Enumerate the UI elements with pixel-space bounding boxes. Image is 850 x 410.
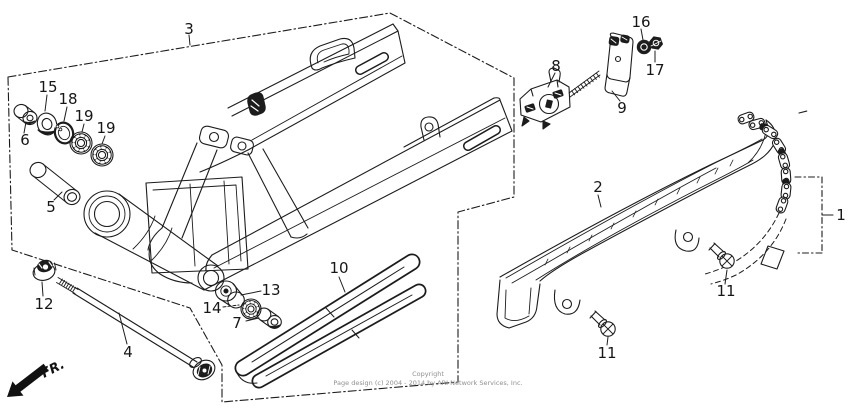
part-label-19a: 19 bbox=[74, 107, 94, 125]
flange-nut bbox=[32, 259, 57, 281]
pivot-bearing-b bbox=[90, 143, 114, 167]
part-label-18: 18 bbox=[58, 90, 78, 108]
copyright-line2: Page design (c) 2004 - 2014 by ARI Netwo… bbox=[333, 378, 523, 387]
swingarm bbox=[83, 23, 513, 292]
copyright-notice: Copyright Page design (c) 2004 - 2014 by… bbox=[333, 370, 522, 387]
part-label-5: 5 bbox=[46, 198, 56, 216]
part-label-19b: 19 bbox=[96, 119, 116, 137]
adjuster-plate bbox=[604, 32, 634, 97]
swingarm-far-arm bbox=[199, 23, 406, 173]
part-label-8: 8 bbox=[551, 57, 561, 75]
part-label-13: 13 bbox=[261, 281, 281, 299]
part-label-14: 14 bbox=[202, 299, 222, 317]
adjuster-nut bbox=[649, 36, 663, 50]
adjuster-washer bbox=[636, 39, 652, 55]
group-boundary-lines bbox=[7, 12, 808, 403]
part-label-12: 12 bbox=[34, 295, 54, 313]
part-label-11a: 11 bbox=[716, 282, 736, 300]
fr-direction-arrow: FR. bbox=[7, 357, 67, 397]
drive-chain bbox=[704, 111, 792, 285]
chain-label-sticker bbox=[760, 245, 785, 270]
part-label-16: 16 bbox=[631, 13, 651, 31]
dust-seal bbox=[36, 112, 58, 136]
part-label-17: 17 bbox=[645, 61, 665, 79]
fr-label: FR. bbox=[39, 357, 67, 381]
pivot-collar bbox=[13, 103, 38, 126]
swingarm-pivot-tube bbox=[83, 190, 225, 292]
axle-collar bbox=[256, 307, 282, 329]
guard-bolt-upper bbox=[708, 242, 735, 269]
part-label-11b: 11 bbox=[597, 344, 617, 362]
axle-bushing bbox=[214, 280, 245, 309]
pivot-sleeve-tube bbox=[29, 161, 81, 206]
part-label-1: 1 bbox=[836, 206, 846, 224]
pivot-bolt bbox=[56, 277, 216, 381]
part-label-4: 4 bbox=[123, 343, 133, 361]
chain-adjuster bbox=[519, 67, 601, 130]
part-label-7: 7 bbox=[232, 314, 242, 332]
guard-bolt-lower bbox=[589, 310, 616, 337]
snap-ring bbox=[53, 121, 75, 145]
part-label-15: 15 bbox=[38, 78, 58, 96]
part-label-6: 6 bbox=[20, 131, 30, 149]
swingarm-near-arm bbox=[203, 97, 513, 291]
part-label-10: 10 bbox=[329, 259, 349, 277]
part-label-9: 9 bbox=[617, 99, 627, 117]
axle-bearing bbox=[240, 298, 262, 320]
leader-lines bbox=[23, 28, 728, 346]
copyright-line1: Copyright bbox=[412, 370, 444, 378]
part1-bracket bbox=[794, 176, 834, 254]
chain-slider bbox=[234, 253, 427, 389]
pivot-bearing-a bbox=[69, 131, 93, 155]
swingarm-cross-brace bbox=[145, 125, 309, 274]
part-label-3: 3 bbox=[184, 20, 194, 38]
part-label-2: 2 bbox=[593, 178, 603, 196]
